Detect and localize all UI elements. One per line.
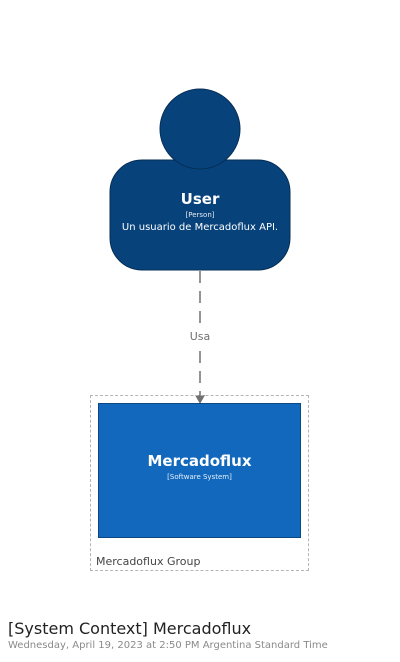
system-type: [Software System] — [167, 473, 232, 481]
relationship-label: Usa — [175, 330, 225, 344]
group-boundary[interactable] — [90, 395, 309, 571]
view-subtitle: Wednesday, April 19, 2023 at 2:50 PM Arg… — [8, 640, 328, 651]
person-name: User — [180, 190, 220, 208]
system-name: Mercadoflux — [147, 452, 252, 470]
view-title: [System Context] Mercadoflux — [8, 619, 252, 638]
person-type: [Person] — [185, 211, 215, 219]
person-head[interactable] — [159, 88, 241, 170]
group-label: Mercadoflux Group — [96, 555, 201, 568]
person-description: Un usuario de Mercadoflux API. — [121, 222, 279, 233]
relationship-arrowhead — [195, 395, 205, 404]
person-element[interactable]: User [Person] Un usuario de Mercadoflux … — [110, 160, 290, 270]
software-system-box[interactable]: Mercadoflux [Software System] — [98, 403, 301, 538]
